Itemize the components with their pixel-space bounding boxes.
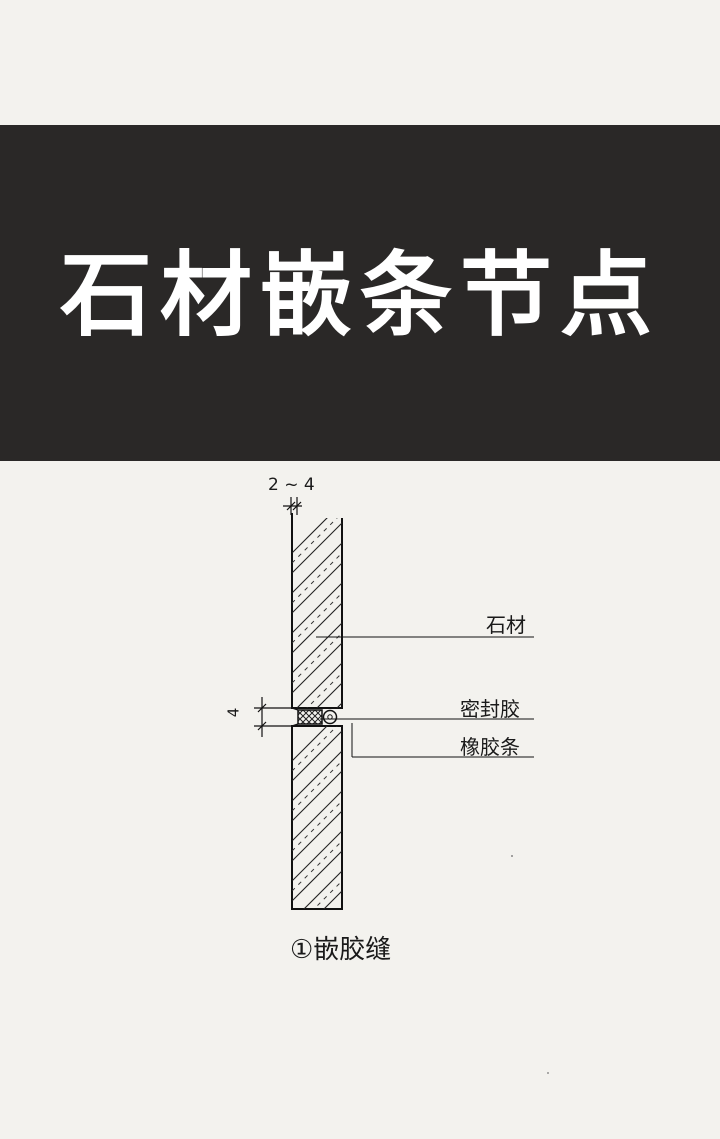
dimension-top-label: 2 ~ 4 — [268, 475, 315, 495]
dimension-top — [283, 497, 302, 515]
rubber-strip — [322, 709, 338, 725]
leader-lines — [316, 636, 534, 758]
stone-panel-upper — [291, 513, 343, 709]
label-rubber-strip: 橡胶条 — [460, 735, 520, 759]
stone-panel-lower — [291, 725, 343, 910]
page-title: 石材嵌条节点 — [59, 241, 660, 349]
label-stone: 石材 — [486, 613, 526, 637]
dimension-joint — [254, 697, 292, 737]
joint-section-diagram: 2 ~ 4 4 石材 密封胶 橡胶条 ①嵌胶缝 — [0, 461, 720, 1139]
diagram-caption: ①嵌胶缝 — [290, 935, 392, 965]
dimension-joint-label: 4 — [224, 707, 243, 718]
title-banner: 石材嵌条节点 — [0, 125, 720, 461]
sealant-fill — [297, 709, 323, 725]
section-drawing — [254, 497, 549, 1074]
label-sealant: 密封胶 — [460, 697, 520, 721]
